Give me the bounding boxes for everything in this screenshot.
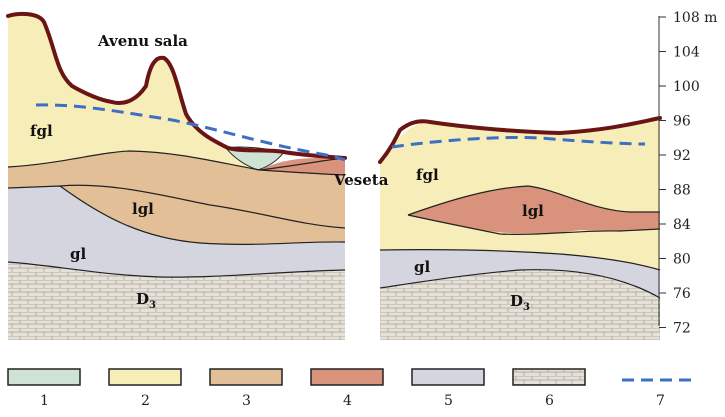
axis-tick-label: 108 m (673, 10, 717, 26)
axis-tick-label: 100 (673, 79, 700, 95)
legend-number: 4 (343, 393, 352, 409)
legend-number: 3 (242, 393, 251, 409)
label-lgl-right: lgl (522, 202, 544, 220)
swatch-unit-1 (8, 369, 80, 385)
axis-tick-label: 96 (673, 114, 691, 130)
label-lgl-left: lgl (132, 200, 154, 218)
label-veseta: Veseta (333, 171, 389, 189)
label-avenu-sala: Avenu sala (97, 32, 188, 50)
swatch-unit-6-brick (513, 369, 585, 385)
swatch-unit-4 (311, 369, 383, 385)
legend-number: 1 (40, 393, 49, 409)
swatch-unit-5 (412, 369, 484, 385)
axis-tick-label: 88 (673, 183, 691, 199)
axis-tick-label: 80 (673, 252, 691, 268)
legend-number: 7 (656, 393, 665, 409)
label-fgl-left: fgl (30, 122, 53, 140)
elevation-axis: 108 m 104 100 96 92 88 84 80 76 72 (659, 10, 717, 337)
label-gl-right: gl (414, 258, 430, 276)
legend: 1 2 3 4 5 6 7 (8, 369, 695, 409)
swatch-unit-2 (109, 369, 181, 385)
axis-tick-label: 76 (673, 286, 691, 302)
axis-tick-label: 72 (673, 321, 691, 337)
legend-number: 5 (444, 393, 453, 409)
label-gl-left: gl (70, 245, 86, 263)
left-section (8, 14, 345, 340)
label-fgl-right: fgl (416, 166, 439, 184)
axis-tick-label: 104 (673, 45, 700, 61)
legend-number: 2 (141, 393, 150, 409)
axis-tick-label: 92 (673, 148, 691, 164)
legend-number: 6 (545, 393, 554, 409)
axis-tick-label: 84 (673, 217, 691, 233)
swatch-unit-3 (210, 369, 282, 385)
